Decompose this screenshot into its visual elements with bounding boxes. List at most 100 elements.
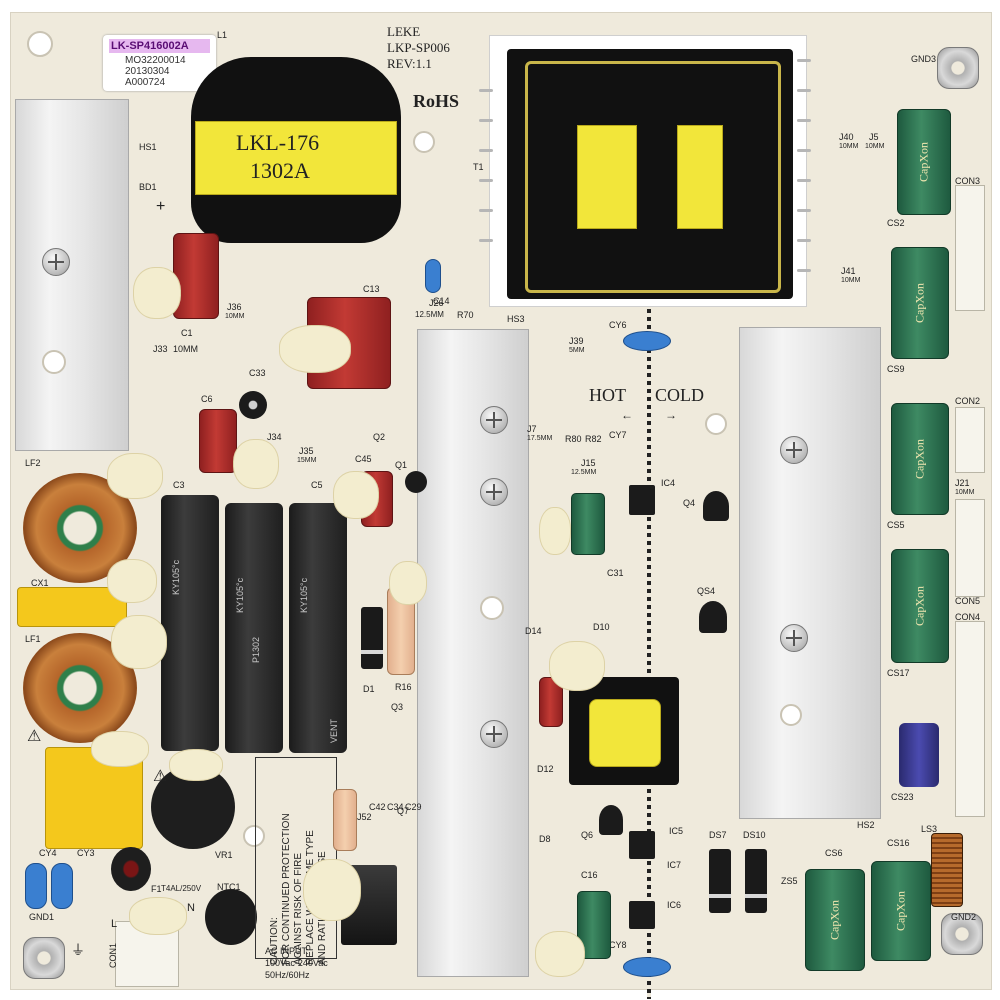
refdes-c14: C14 [433, 296, 450, 306]
screw-icon [480, 406, 508, 434]
refdes-con4: CON4 [955, 612, 981, 622]
refdes-c13: C13 [363, 284, 380, 294]
refdes-cs9: CS9 [887, 364, 905, 374]
refdes-j41: J41 [841, 266, 856, 276]
transformer-bobbin [525, 61, 781, 293]
capacitor-vent: VENT [329, 718, 339, 743]
mounting-hole-icon [27, 31, 53, 57]
hot-side-label: HOT [589, 385, 626, 405]
connector-con4 [955, 621, 985, 817]
arrow-icon: ← [621, 408, 633, 422]
mounting-hole-icon [705, 413, 727, 435]
isolation-barrier-line [647, 309, 651, 999]
screw-icon [480, 720, 508, 748]
refdes-con3: CON3 [955, 176, 981, 186]
refdes-j35: J35 [299, 446, 314, 456]
refdes-q4: Q4 [683, 498, 696, 508]
arrow-icon: → [665, 408, 677, 422]
refdes-con5: CON5 [955, 596, 981, 606]
screw-icon [780, 436, 808, 464]
ground-lug-gnd1 [23, 937, 65, 979]
ground-lug-gnd3 [937, 47, 979, 89]
jumper-length-j35: 15MM [297, 457, 317, 464]
refdes-lf1: LF1 [25, 634, 41, 644]
refdes-ds10: DS10 [743, 830, 766, 840]
sticker-part-number: LK-SP416002A [109, 39, 210, 53]
sticker-line-2: 20130304 [125, 66, 170, 77]
refdes-j36: J36 [227, 302, 242, 312]
transformer-pin [797, 89, 811, 92]
glue-blob [389, 561, 427, 605]
glue-blob [279, 325, 351, 373]
refdes-hs3: HS3 [507, 314, 525, 324]
thermistor-ntc1 [205, 889, 257, 945]
film-capacitor-c1 [173, 233, 219, 319]
connector-con2 [955, 407, 985, 473]
refdes-cx1: CX1 [31, 578, 49, 588]
refdes-r80: R80 [565, 434, 582, 444]
resistor-j52-area [333, 789, 357, 851]
refdes-d1: D1 [363, 684, 375, 694]
warning-triangle-icon: ⚠ [153, 768, 168, 785]
capacitor-brand: CapXon [912, 586, 927, 626]
optocoupler-ic5 [629, 831, 655, 859]
screw-icon [42, 248, 70, 276]
bulk-capacitor-2: KY105°c P1302 [225, 503, 283, 753]
serial-sticker: LK-SP416002A MO32200014 20130304 A000724 [103, 35, 216, 91]
refdes-c16: C16 [581, 870, 598, 880]
refdes-d10: D10 [593, 622, 610, 632]
capacitor-c33 [239, 391, 267, 419]
jumper-length-j40: 10MM [839, 143, 859, 150]
transformer-pin [479, 239, 493, 242]
refdes-cs6: CS6 [825, 848, 843, 858]
optocoupler-ic6 [629, 901, 655, 929]
transformer-pin [797, 209, 811, 212]
refdes-cs2: CS2 [887, 218, 905, 228]
ac-input-label: AC INPUT: [265, 946, 309, 956]
bulk-capacitor-c5: KY105°c VENT [289, 503, 347, 753]
x-capacitor-cx1 [17, 587, 127, 627]
refdes-hs1: HS1 [139, 142, 157, 152]
y-capacitor-cy6 [623, 331, 671, 351]
heatsink-hs3 [417, 329, 529, 977]
live-marking: L [111, 918, 118, 930]
capacitor-rating: KY105°c [299, 577, 309, 613]
refdes-lf2: LF2 [25, 458, 41, 468]
refdes-j21: J21 [955, 478, 970, 488]
inductor-label-band: LKL-176 1302A [195, 121, 397, 195]
y-capacitor-cy4 [25, 863, 47, 909]
transformer-pin [797, 119, 811, 122]
transformer-pin [797, 269, 811, 272]
board-revision: REV:1.1 [387, 56, 432, 71]
refdes-c6: C6 [201, 394, 213, 404]
glue-blob [111, 615, 167, 669]
capacitor-brand: CapXon [912, 283, 927, 323]
capacitor-brand: CapXon [893, 891, 908, 931]
capacitor-cs17-area: CapXon [891, 549, 949, 663]
bulk-capacitor-c3: KY105°c [161, 495, 219, 751]
pfc-inductor-l1: LKL-176 1302A [191, 57, 401, 243]
refdes-cy3: CY3 [77, 848, 95, 858]
jumper-length-j33: 10MM [173, 344, 199, 354]
refdes-d12: D12 [537, 764, 554, 774]
jumper-length-j15: 12.5MM [571, 469, 597, 476]
warning-triangle-icon: ⚠ [27, 728, 42, 745]
glue-blob [303, 859, 361, 921]
capacitor-brand: CapXon [916, 142, 931, 182]
diode-ds10 [745, 849, 767, 913]
fuse-rating: T4AL/250V [161, 884, 202, 893]
inductor-part-number: LKL-176 [236, 130, 320, 155]
transistor-q4 [703, 491, 729, 521]
mounting-hole-icon [42, 350, 66, 374]
mounting-hole-icon [480, 596, 504, 620]
jumper-length-j21: 10MM [955, 489, 975, 496]
refdes-cy8: CY8 [609, 940, 627, 950]
refdes-l1: L1 [217, 30, 228, 40]
refdes-ntc1: NTC1 [217, 882, 241, 892]
capacitor-cs16: CapXon [871, 861, 931, 961]
refdes-c33: C33 [249, 368, 266, 378]
mounting-hole-icon [780, 704, 802, 726]
refdes-c5: C5 [311, 480, 323, 490]
transformer-pin [479, 149, 493, 152]
refdes-j26: J26 [429, 298, 444, 308]
